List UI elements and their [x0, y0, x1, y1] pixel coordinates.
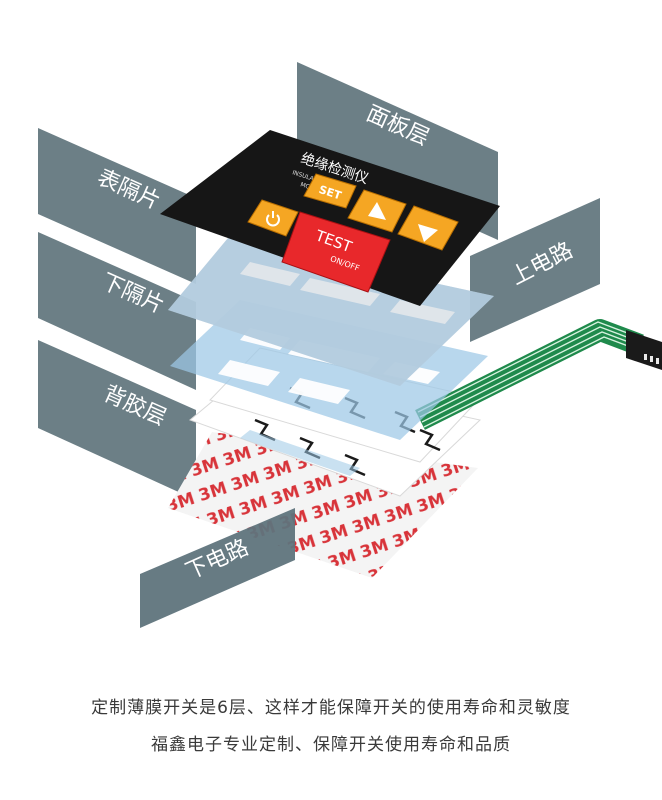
label-bar-upper-circuit: 上电路	[470, 198, 600, 342]
label-bar-lower-spacer: 下隔片	[38, 232, 196, 390]
flex-tail-green	[415, 319, 662, 430]
membrane-switch-layer-diagram: 3M 面板层 表隔片 上电路 下隔片 背胶层 下电路	[38, 62, 662, 628]
top-spacer-layer	[168, 238, 494, 386]
power-key[interactable]	[247, 199, 299, 237]
panel-layer: 绝缘检测仪 INSULATION TESTER MC-9056 SET	[160, 130, 500, 306]
label-bar-adhesive-layer: 背胶层	[38, 340, 196, 500]
down-key[interactable]	[397, 205, 459, 251]
power-icon	[266, 211, 280, 227]
label-bar-lower-circuit: 下电路	[140, 508, 295, 628]
caption-line-2: 福鑫电子专业定制、保障开关使用寿命和品质	[151, 735, 511, 755]
up-arrow-icon	[368, 202, 386, 220]
down-arrow-icon	[418, 224, 438, 242]
label-bar-top-spacer: 表隔片	[38, 128, 196, 284]
test-key[interactable]: TEST ON/OFF	[281, 211, 391, 293]
up-key[interactable]	[347, 189, 407, 233]
caption-line-1: 定制薄膜开关是6层、这样才能保障开关的使用寿命和灵敏度	[91, 698, 571, 718]
set-key[interactable]: SET	[303, 173, 357, 209]
